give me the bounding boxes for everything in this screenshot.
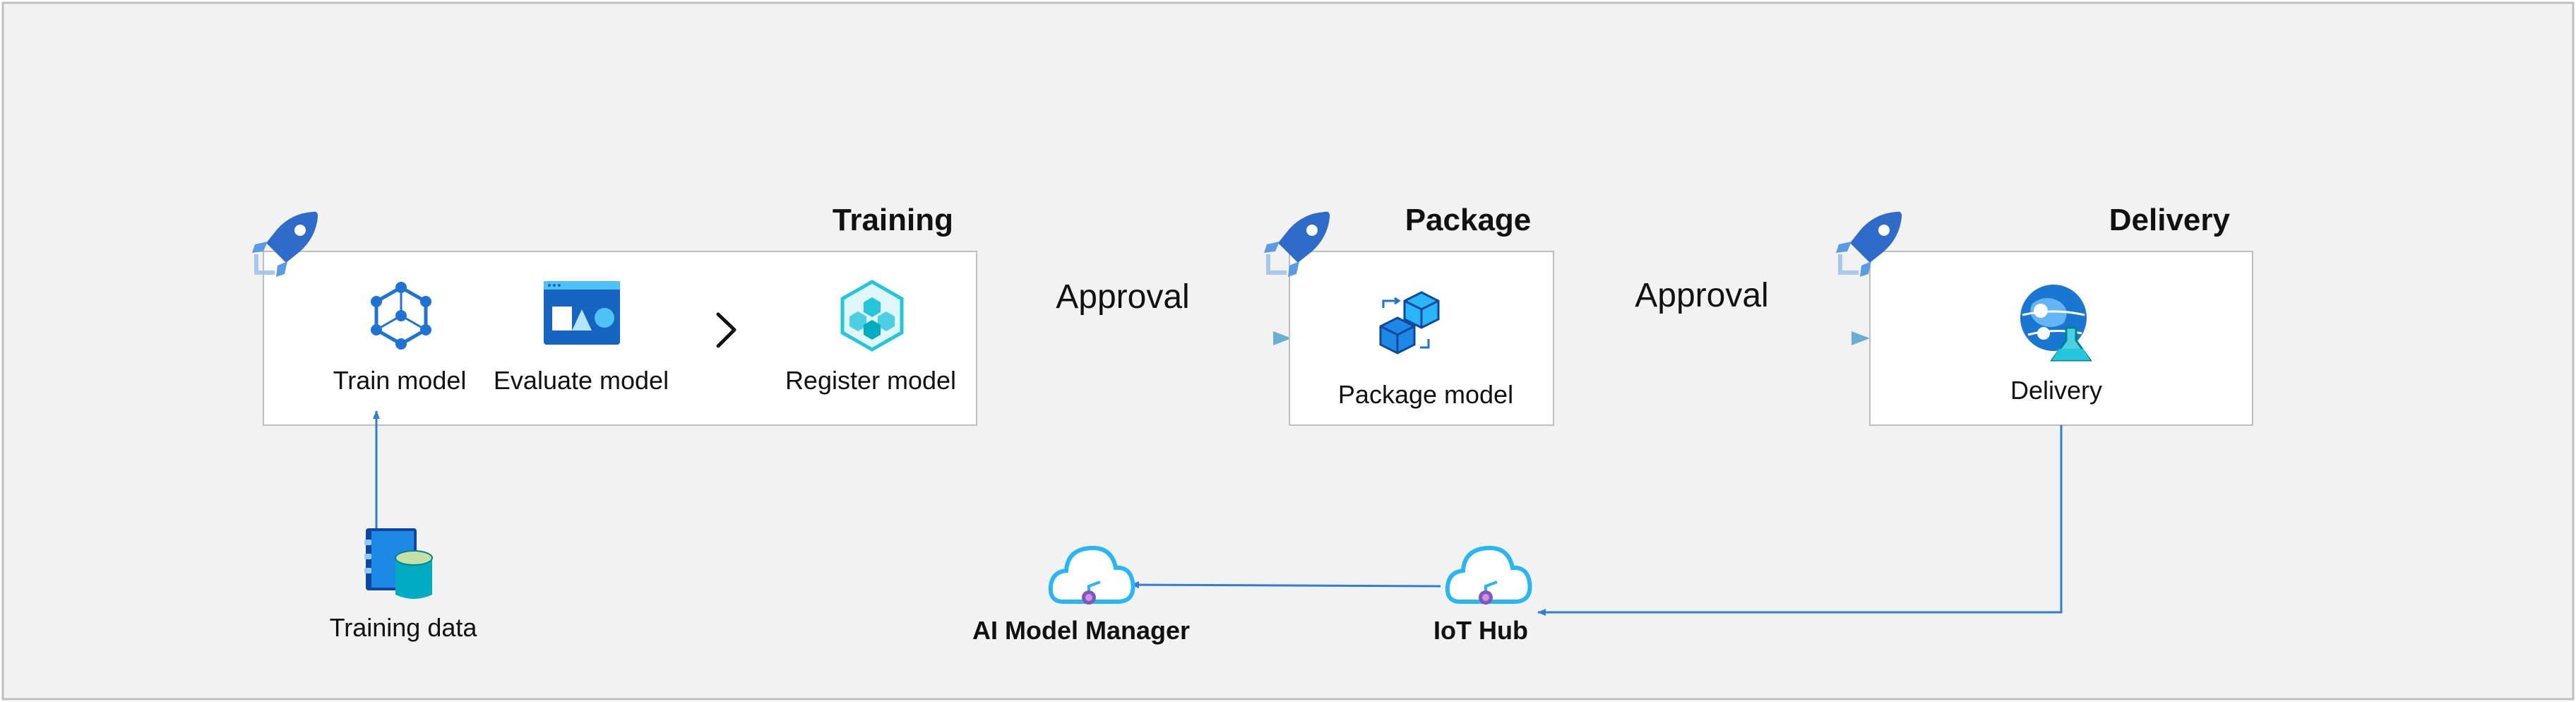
approval-label-2: Approval — [1635, 277, 1768, 314]
stage-delivery: Delivery Delivery — [1836, 203, 2253, 426]
stage-box-package — [1289, 251, 1554, 426]
model-manager-label: AI Model Manager — [972, 616, 1190, 645]
training-data-node: Training data — [330, 410, 478, 642]
network-cube-icon — [371, 282, 431, 350]
approval-label-1: Approval — [1056, 278, 1189, 316]
pipeline-rocket-icon — [252, 211, 318, 277]
stage-title-delivery: Delivery — [2109, 203, 2231, 237]
step-label-train-model: Train model — [333, 366, 467, 395]
training-data-label: Training data — [330, 613, 478, 642]
globe-flask-icon — [2020, 285, 2092, 362]
dashboard-window-icon — [544, 281, 620, 345]
stage-title-package: Package — [1405, 203, 1532, 237]
step-label-evaluate-model: Evaluate model — [494, 366, 669, 395]
step-label-package-model: Package model — [1338, 380, 1513, 409]
approval-connector-2: Approval — [1554, 277, 1870, 345]
cubes-cycle-icon — [1379, 291, 1440, 355]
iot-hub-node: IoT Hub — [1433, 545, 1532, 645]
chevron-right-icon — [716, 312, 737, 348]
model-manager-node: AI Model Manager — [972, 545, 1190, 645]
stage-package: Package Package model — [1264, 203, 1554, 426]
stage-training: Training Train model — [252, 203, 977, 426]
model-registry-icon — [840, 280, 904, 352]
stage-title-training: Training — [833, 203, 953, 237]
notebook-database-icon — [364, 528, 433, 599]
pipeline-rocket-icon — [1264, 211, 1330, 277]
iot-to-model-manager-arrow — [1131, 581, 1441, 589]
iot-hub-label: IoT Hub — [1433, 616, 1528, 645]
iot-cloud-icon — [1445, 545, 1532, 605]
delivery-to-iot-arrow — [1537, 425, 2063, 616]
pipeline-rocket-icon — [1836, 211, 1902, 277]
step-label-delivery: Delivery — [2010, 376, 2102, 405]
approval-connector-1: Approval — [978, 278, 1292, 345]
step-label-register-model: Register model — [785, 366, 956, 395]
iot-cloud-icon — [1048, 545, 1135, 605]
